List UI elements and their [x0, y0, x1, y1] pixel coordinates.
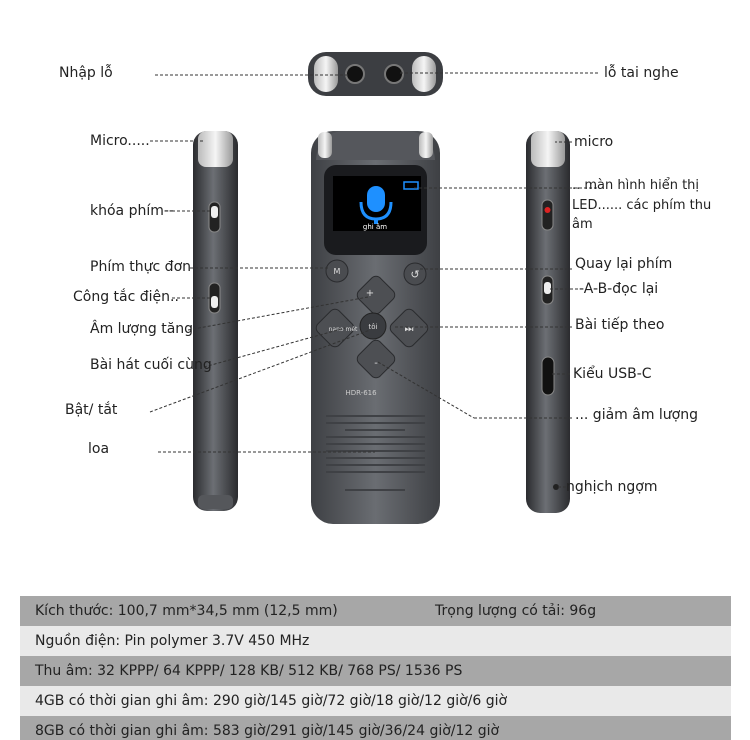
svg-text:tôi: tôi	[369, 323, 378, 331]
usb-c-port	[541, 356, 555, 396]
next-track-label: Bài tiếp theo	[575, 317, 665, 333]
headphone-jack-label: lỗ tai nghe	[604, 65, 679, 81]
svg-text:-: -	[374, 358, 378, 369]
mic-right-label: micro	[574, 134, 614, 150]
volume-down-label: ... giảm âm lượng	[575, 407, 698, 423]
spec-row-power: Nguồn điện: Pin polymer 3.7V 450 MHz	[20, 626, 731, 656]
volume-up-button	[356, 275, 396, 315]
spec-row-recording: Thu âm: 32 KPPP/ 64 KPPP/ 128 KB/ 512 KB…	[20, 656, 731, 686]
speaker-label: loa	[88, 441, 110, 457]
key-lock-switch	[211, 206, 218, 218]
next-track-icon: ⏭	[405, 324, 414, 335]
mic-left-label: Micro.....	[90, 133, 150, 149]
ab-repeat-label: -A-B-đọc lại	[579, 281, 659, 297]
spec-recording: Thu âm: 32 KPPP/ 64 KPPP/ 128 KB/ 512 KB…	[35, 663, 463, 679]
spec-size: Kích thước: 100,7 mm*34,5 mm (12,5 mm)	[35, 603, 338, 619]
spec-time-4gb: 4GB có thời gian ghi âm: 290 giờ/145 giờ…	[35, 693, 508, 709]
spec-row-4gb: 4GB có thời gian ghi âm: 290 giờ/145 giờ…	[20, 686, 731, 716]
ab-repeat-switch	[544, 282, 551, 294]
prev-button-label: nano mét	[329, 326, 358, 333]
spec-weight: Trọng lượng có tải: 96g	[435, 603, 597, 619]
spec-row-8gb: 8GB có thời gian ghi âm: 583 giờ/291 giờ…	[20, 716, 731, 740]
d-pad: + nano mét tôi ⏭ -	[315, 275, 429, 379]
spec-power: Nguồn điện: Pin polymer 3.7V 450 MHz	[35, 633, 310, 649]
speaker-grille	[326, 415, 425, 491]
model-label: HDR-616	[345, 389, 377, 397]
menu-key-label: Phím thực đơn	[90, 259, 192, 275]
reset-label: nghịch ngợm	[566, 479, 658, 495]
menu-button	[325, 259, 349, 283]
reset-hole	[553, 484, 559, 490]
battery-icon	[403, 181, 419, 190]
key-lock-label: khóa phím--	[90, 203, 174, 219]
leader-lines	[149, 72, 600, 488]
volume-up-label: Âm lượng tăng	[90, 321, 194, 337]
usb-c-label: Kiểu USB-C	[573, 366, 652, 382]
next-button	[389, 308, 429, 348]
record-indicator	[544, 207, 551, 213]
left-side-view	[193, 131, 238, 511]
top-view	[308, 52, 443, 96]
power-switch	[211, 296, 218, 308]
back-key-label: Quay lại phím	[575, 256, 673, 272]
headphone-jack-icon	[384, 64, 404, 84]
svg-text:M: M	[334, 267, 341, 276]
screen-label-2: LED...... các phím thu	[572, 198, 712, 213]
screen-label-1: .. màn hình hiển thị	[572, 178, 700, 193]
screen-label-3: âm	[572, 217, 593, 232]
play-button	[359, 312, 387, 340]
front-view: ghi âm M ↺ + nano mét tôi ⏭ - HDR-616	[311, 131, 440, 524]
on-off-label: Bật/ tắt	[65, 402, 118, 418]
prev-track-label: Bài hát cuối cùng	[90, 357, 212, 373]
input-hole-label: Nhập lỗ	[59, 65, 113, 81]
prev-button	[315, 308, 355, 348]
spec-time-8gb: 8GB có thời gian ghi âm: 583 giờ/291 giờ…	[35, 723, 500, 739]
right-side-view	[526, 131, 570, 513]
input-hole-icon	[345, 64, 365, 84]
volume-down-button	[356, 339, 396, 379]
spec-table: Kích thước: 100,7 mm*34,5 mm (12,5 mm) T…	[20, 596, 731, 740]
screen-text: ghi âm	[363, 223, 387, 231]
spec-row-size: Kích thước: 100,7 mm*34,5 mm (12,5 mm) T…	[20, 596, 731, 626]
power-switch-label: Công tắc điện..	[73, 289, 179, 305]
svg-text:+: +	[366, 288, 374, 299]
microphone-screen-icon	[359, 186, 393, 224]
back-arrow-icon: ↺	[410, 268, 419, 281]
